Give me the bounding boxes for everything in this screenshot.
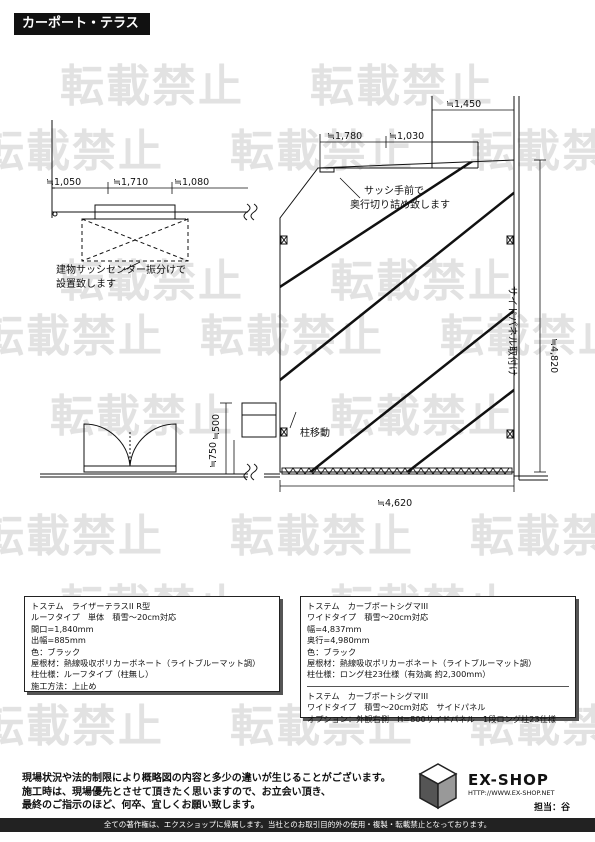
label-center-1: 建物サッシセンター振分けで xyxy=(56,263,186,276)
spec-line: 柱仕様：ロング柱23仕様（有効高 約2,300mm） xyxy=(307,669,491,680)
spec-line: 間口=1,840mm xyxy=(31,623,94,634)
spec-line: 幅=4,837mm xyxy=(307,623,362,634)
dim-1450: ≒1,450 xyxy=(446,99,481,110)
dim-4820: ≒4,820 xyxy=(548,338,559,373)
terrace-roof xyxy=(52,187,189,262)
label-center-2: 設置致します xyxy=(56,277,116,290)
dim-1780: ≒1,780 xyxy=(327,131,362,142)
spec-line: トステム ライザーテラスII R型 xyxy=(31,601,151,611)
dimension-lines xyxy=(52,109,546,492)
break-mark xyxy=(243,203,258,481)
spec-line: 柱仕様：ルーフタイプ（柱無し） xyxy=(31,669,154,680)
spec-line: トステム カーブポートシグマIII xyxy=(307,690,429,701)
spec-line: 屋根材：熱線吸収ポリカーボネート（ライトブルーマット調） xyxy=(307,658,537,669)
label-post-move: 柱移動 xyxy=(300,426,330,439)
label-sash-2: 奥行切り詰め致します xyxy=(350,198,450,211)
note-line: 施工時は、現場優先とさせて頂きたく思いますので、お立会い頂き、 xyxy=(22,786,331,798)
carport-post xyxy=(280,235,514,439)
spec-line: オプション：外観右側 H=800サイドパネル 1段ロング柱23仕様 xyxy=(307,713,556,724)
logo-url: HTTP://WWW.EX-SHOP.NET xyxy=(468,789,555,797)
dim-750: ≒750 xyxy=(208,442,219,468)
spec-line: トステム カーブポートシグマIII xyxy=(307,601,429,611)
staff-label: 担当：谷 xyxy=(534,803,571,813)
gate xyxy=(83,423,177,473)
spec-line: ルーフタイプ 単体 積雪～20cm対応 xyxy=(31,612,177,623)
carport-roof xyxy=(279,159,515,473)
spec-line: 屋根材：熱線吸収ポリカーボネート（ライトブルーマット調） xyxy=(31,658,261,669)
copyright-footer: 全ての著作権は、エクスショップに帰属します。当社とのお取引目的外の使用・複製・転… xyxy=(0,818,595,832)
logo-name: EX-SHOP xyxy=(468,771,549,789)
label-side-panel: サイドパネル取付け xyxy=(506,286,519,376)
note-line: 現場状況や法的制限により概略図の内容と多少の違いが生じることがございます。 xyxy=(22,773,391,784)
spec-line: 色：ブラック xyxy=(307,646,357,657)
spec-line: ワイドタイプ 積雪～20cm対応 xyxy=(307,612,429,623)
side-panel xyxy=(281,467,513,475)
page-title: カーポート・テラス屋根 xyxy=(14,13,150,53)
divider xyxy=(307,685,569,687)
dim-1080: ≒1,080 xyxy=(174,177,209,188)
meter-box xyxy=(241,402,277,438)
spec-line: ワイドタイプ 積雪～20cm対応 サイドパネル xyxy=(307,702,486,713)
spec-line: 奥行=4,980mm xyxy=(307,635,370,646)
disclaimer-note: 現場状況や法的制限により概略図の内容と多少の違いが生じることがございます。 施工… xyxy=(22,772,391,813)
spec-line: 施工方法：上止め xyxy=(31,680,97,691)
dim-500: ≒500 xyxy=(211,414,222,440)
dim-1030: ≒1,030 xyxy=(389,131,424,142)
spec-box-carport: トステム カーブポートシグマIII ワイドタイプ 積雪～20cm対応 幅=4,8… xyxy=(300,596,576,724)
spec-line: 出幅=885mm xyxy=(31,635,86,646)
spec-line: 色：ブラック xyxy=(31,646,81,657)
dim-4620: ≒4,620 xyxy=(377,498,412,509)
note-line: 最終のご指示のほど、何卒、宜しくお願い致します。 xyxy=(22,800,261,811)
spec-box-terrace: トステム ライザーテラスII R型 ルーフタイプ 単体 積雪～20cm対応 間口… xyxy=(24,596,280,692)
label-sash-1: サッシ手前で xyxy=(364,184,424,197)
dim-1050: ≒1,050 xyxy=(46,177,81,188)
dim-1710: ≒1,710 xyxy=(113,177,148,188)
ex-shop-logo-icon xyxy=(418,763,458,810)
